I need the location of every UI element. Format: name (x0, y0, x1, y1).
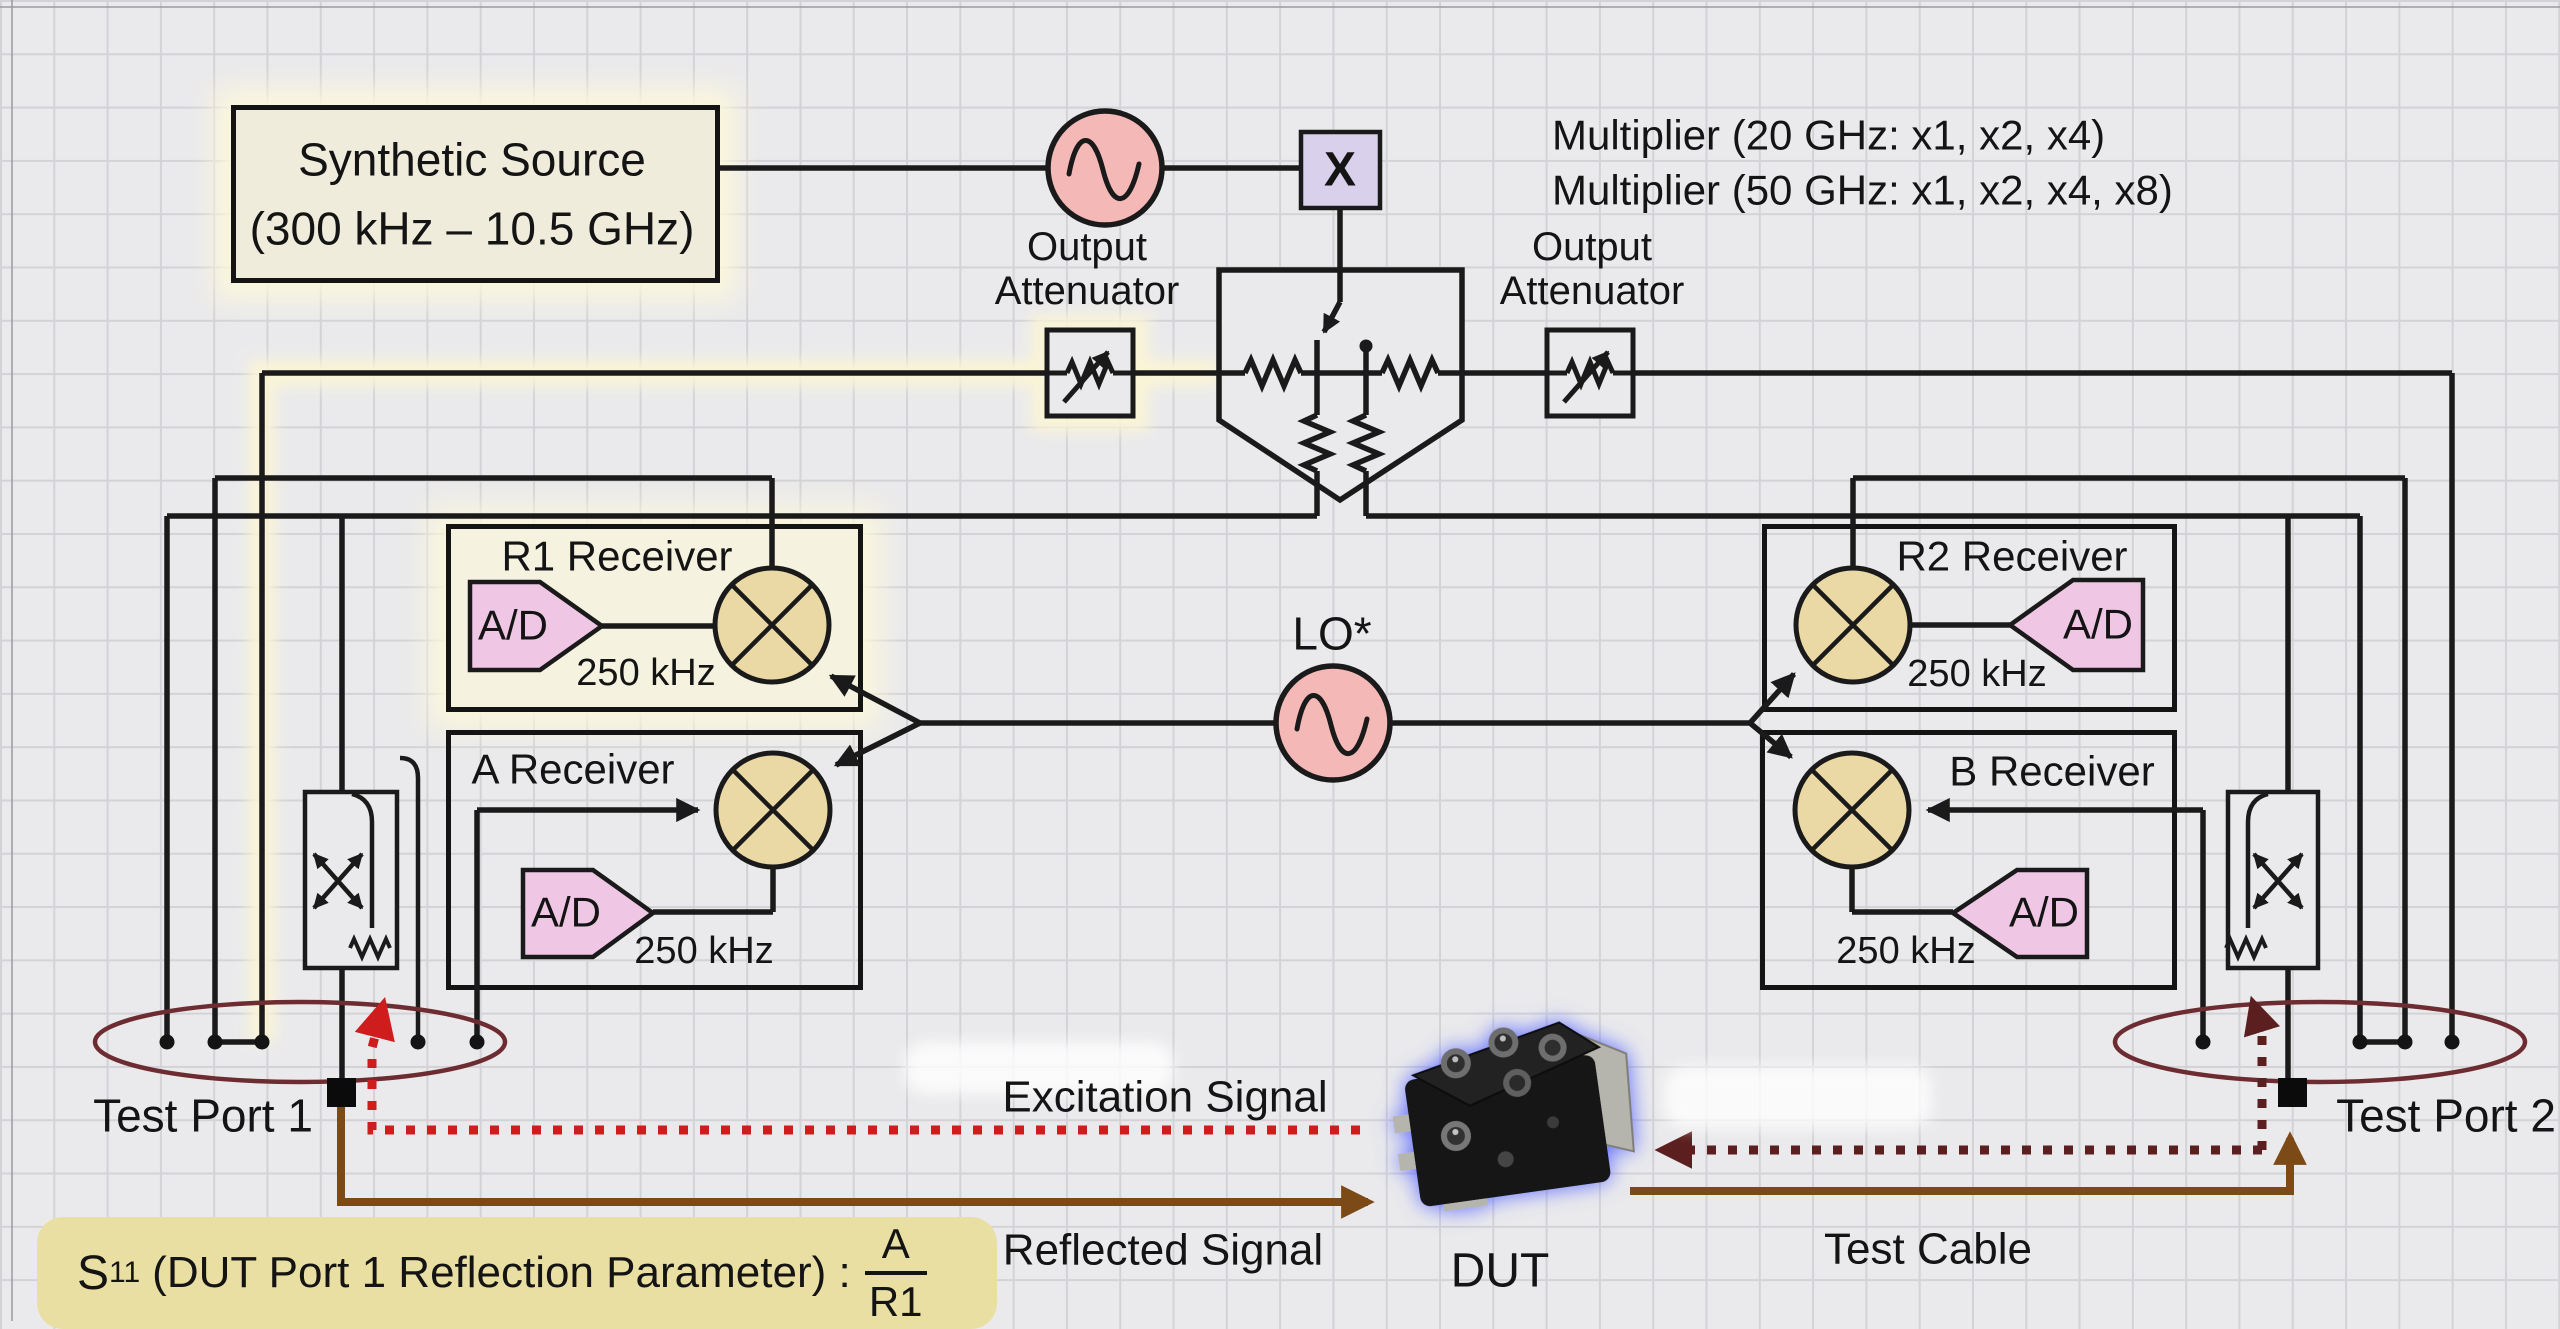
dut-photo (1392, 1021, 1635, 1212)
power-splitter-icon (1216, 267, 1465, 516)
attenuator-left-label-line1: Output (1026, 224, 1148, 269)
multiplier-note-line1: Multiplier (20 GHz: x1, x2, x4) (1552, 111, 2106, 159)
wires (164, 165, 2455, 1078)
white-smudge (1665, 1066, 1931, 1128)
left-edge-line (11, 0, 13, 1321)
test-cable-arrow (1654, 995, 2281, 1169)
source-label-line2: (300 kHz – 10.5 GHz) (249, 202, 695, 255)
r2-if-label: 250 kHz (1907, 652, 2047, 695)
a-mixer-icon (713, 750, 833, 870)
output-attenuator-left-icon (1044, 327, 1136, 419)
top-edge-line (0, 6, 2560, 8)
b-title: B Receiver (1949, 747, 2155, 795)
ab-feeds (474, 810, 2206, 1042)
r2-receiver-box (1762, 524, 2177, 712)
attenuator-right-label-line2: Attenuator (1499, 268, 1685, 313)
source-line-right (1462, 370, 2455, 1042)
test-port2-label: Test Port 2 (2336, 1089, 2556, 1142)
r2-feed (1850, 475, 2408, 1042)
fraction-bar (864, 1271, 927, 1275)
s11-fraction: A R1 (864, 1219, 927, 1327)
port1-connector (327, 1078, 356, 1107)
reflected-arrow (337, 1107, 2307, 1219)
adc-icons (467, 577, 2146, 960)
r1-if-label: 250 kHz (576, 651, 716, 694)
s11-denominator: R1 (868, 1278, 923, 1325)
b-if-label: 250 kHz (1836, 929, 1976, 972)
r1-title: R1 Receiver (501, 532, 733, 580)
switch-terminals (159, 1034, 2460, 1050)
rf-source-icon (1045, 108, 1165, 228)
a-receiver-box (446, 730, 863, 990)
a-title: A Receiver (471, 745, 675, 793)
r1-adc-icon (467, 579, 606, 673)
reflected-label: Reflected Signal (1002, 1225, 1324, 1275)
port2-loop (2112, 999, 2528, 1085)
coupler-feeds (339, 516, 2291, 1078)
output-attenuator-right-icon (1544, 327, 1636, 419)
adc-wires (602, 622, 2010, 915)
white-smudge (905, 1042, 1173, 1094)
port1-loop (92, 999, 508, 1085)
r2-adc-label: A/D (2062, 600, 2134, 648)
attenuator-right-label-line1: Output (1531, 224, 1653, 269)
r2-adc-icon (2006, 577, 2146, 673)
excitation-label: Excitation Signal (1002, 1072, 1328, 1122)
splitter-bus (164, 513, 2363, 1042)
r1-adc-label: A/D (477, 601, 549, 649)
s11-symbol: S (77, 1246, 110, 1300)
a-if-label: 250 kHz (634, 929, 774, 972)
multiplier-box-label: X (1323, 143, 1357, 197)
test-cable-label: Test Cable (1824, 1224, 2032, 1274)
lo-label: LO* (1292, 607, 1372, 660)
dut-label: DUT (1450, 1244, 1550, 1298)
multiplier-note-line2: Multiplier (50 GHz: x1, x2, x4, x8) (1552, 166, 2173, 214)
b-receiver-box (1760, 730, 2177, 990)
port2-connector (2278, 1078, 2307, 1107)
r2-mixer-icon (1793, 565, 1913, 685)
s11-subscript: 11 (109, 1256, 141, 1289)
source-line-left (259, 370, 1219, 1042)
excitation-arrow (354, 996, 1360, 1135)
a-adc-label: A/D (530, 888, 602, 936)
mixer-icons (712, 565, 1913, 870)
a-adc-icon (520, 867, 657, 960)
r1-mixer-icon (712, 565, 832, 685)
b-adc-label: A/D (2008, 888, 2080, 936)
lo-source-icon (1273, 663, 1393, 783)
test-port1-label: Test Port 1 (93, 1089, 313, 1142)
synthetic-source-box (231, 105, 720, 283)
source-label-line1: Synthetic Source (298, 133, 646, 186)
r2-title: R2 Receiver (1896, 532, 2128, 580)
multiplier-icon (1298, 129, 1383, 211)
r1-feed (212, 475, 775, 1042)
transfer-switch-left-icon (302, 755, 421, 1042)
s11-numerator: A (881, 1219, 910, 1267)
transfer-switch-right-icon (2224, 789, 2321, 971)
b-mixer-icon (1792, 750, 1912, 870)
s11-text: (DUT Port 1 Reflection Parameter) : (152, 1248, 851, 1297)
b-adc-icon (1948, 867, 2090, 960)
attenuator-left-label-line2: Attenuator (994, 268, 1180, 313)
